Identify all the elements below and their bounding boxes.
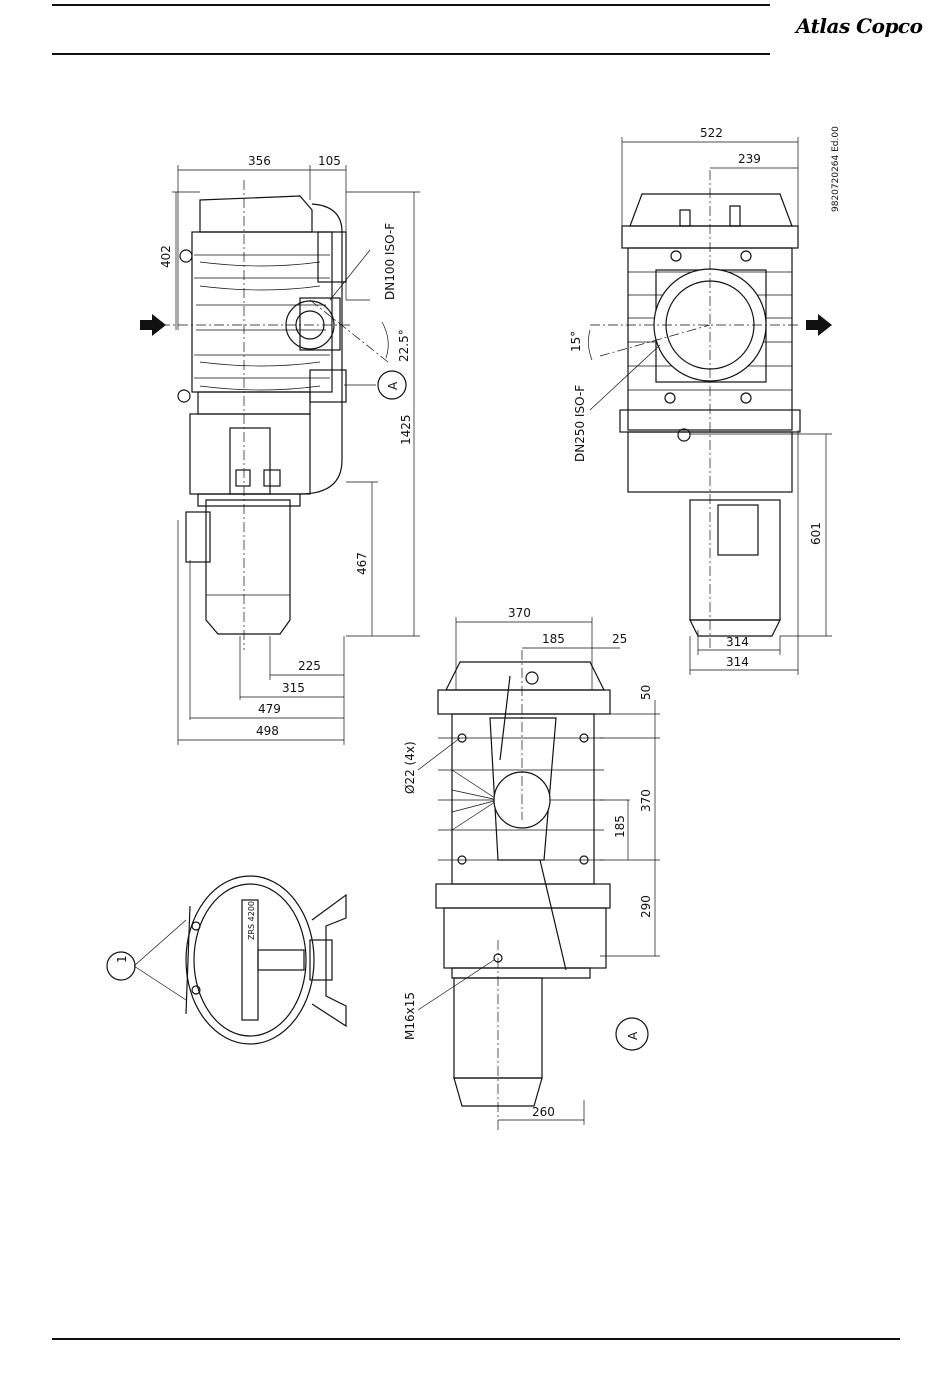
top-view: 1 ZRS 4200 — [107, 876, 346, 1044]
top-plate-text: ZRS 4200 — [247, 901, 256, 940]
front-dim-314-b: 314 — [726, 655, 749, 669]
top-callout: 1 — [115, 955, 129, 963]
side-angle-label: 22.5° — [397, 329, 411, 362]
front-dim-314-a: 314 — [726, 635, 749, 649]
bottom-hole-label: Ø22 (4x) — [403, 741, 417, 794]
front-angle-label: 15° — [569, 331, 583, 352]
side-dim-1425: 1425 — [399, 414, 413, 445]
bottom-view: 370 185 25 50 370 185 290 Ø22 (4x) M16x1… — [403, 606, 660, 1130]
side-dim-315: 315 — [282, 681, 305, 695]
side-dim-105: 105 — [318, 154, 341, 168]
bottom-dim-370: 370 — [508, 606, 531, 620]
side-view: 356 105 402 DN100 ISO-F 22.5° 1425 467 2… — [140, 154, 420, 745]
front-dim-601: 601 — [809, 522, 823, 545]
bottom-dim-25: 25 — [612, 632, 627, 646]
bottom-dim-370-v: 370 — [639, 789, 653, 812]
bottom-thread-label: M16x15 — [403, 992, 417, 1040]
bottom-dim-50: 50 — [639, 685, 653, 700]
bottom-dim-290: 290 — [639, 895, 653, 918]
front-doc-number: 9820720264 Ed.00 — [831, 126, 841, 212]
front-dim-239: 239 — [738, 152, 761, 166]
side-dim-225: 225 — [298, 659, 321, 673]
side-detail-ref: A — [386, 381, 400, 390]
side-flange-label: DN100 ISO-F — [383, 223, 397, 300]
side-dim-402: 402 — [159, 245, 173, 268]
front-view: 522 239 9820720264 Ed.00 15° DN250 ISO-F… — [569, 126, 841, 675]
side-dim-479: 479 — [258, 702, 281, 716]
bottom-dim-185-v: 185 — [613, 815, 627, 838]
bottom-dim-185: 185 — [542, 632, 565, 646]
front-dim-522: 522 — [700, 126, 723, 140]
side-dim-467: 467 — [355, 552, 369, 575]
front-flange-label: DN250 ISO-F — [573, 385, 587, 462]
side-dim-356: 356 — [248, 154, 271, 168]
side-dim-498: 498 — [256, 724, 279, 738]
bottom-dim-260: 260 — [532, 1105, 555, 1119]
bottom-detail-ref: A — [626, 1031, 640, 1040]
